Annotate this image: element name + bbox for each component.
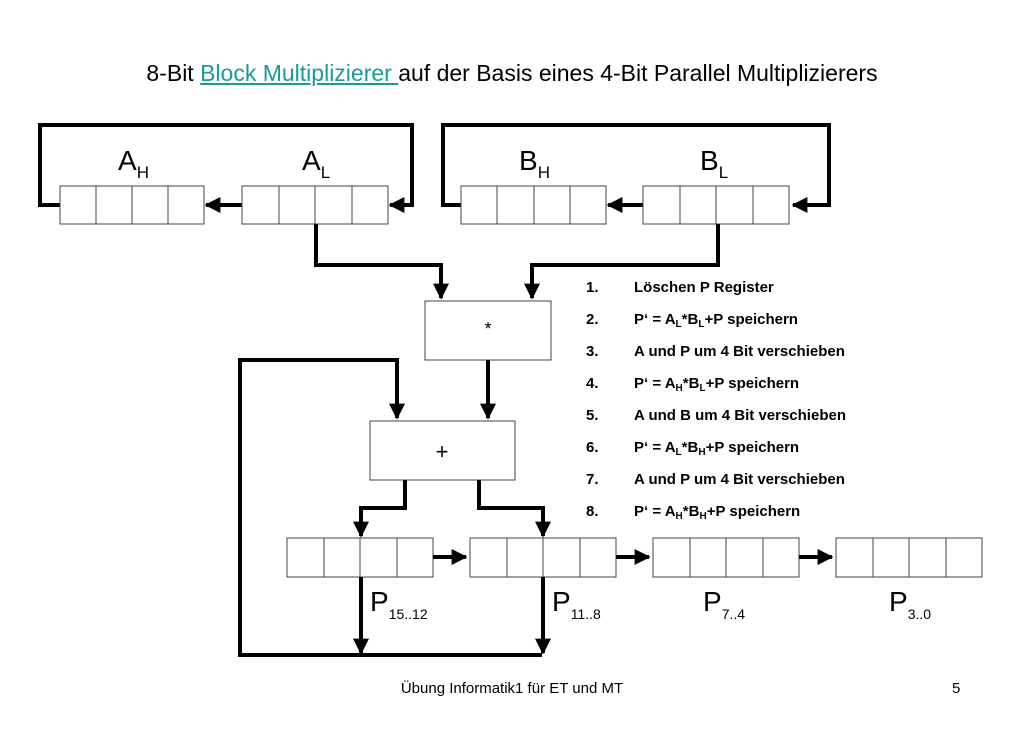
- step-subscript: H: [698, 447, 706, 458]
- multiplier-box: [424, 300, 552, 361]
- step-number: 4.: [586, 375, 599, 392]
- step-text-part: +P speichern: [706, 503, 801, 520]
- step-text-part: *B: [682, 503, 700, 520]
- step-subscript: H: [675, 383, 683, 394]
- register-b-high: [460, 185, 607, 225]
- step-text: A und P um 4 Bit verschieben: [634, 471, 845, 488]
- adder-box: [369, 420, 516, 481]
- step-number: 7.: [586, 471, 599, 488]
- step-text: Löschen P Register: [634, 279, 774, 296]
- adder-symbol: +: [436, 439, 449, 464]
- register-b-low: [642, 185, 790, 225]
- title-suffix: auf der Basis eines 4-Bit Parallel Multi…: [398, 60, 878, 86]
- step-text-part: Löschen P Register: [634, 279, 774, 296]
- step-text-part: *B: [681, 439, 699, 456]
- register-a-low: [241, 185, 389, 225]
- label-p-7-4: P7..4: [703, 586, 745, 622]
- step-text: P‘ = AL*BH+P speichern: [634, 439, 799, 458]
- step-number: 1.: [586, 279, 599, 296]
- multiplier-symbol: *: [484, 319, 491, 339]
- step-text-part: P‘ = A: [634, 503, 676, 520]
- label-p-11-8: P11..8: [552, 586, 601, 622]
- step-text-part: +P speichern: [704, 311, 798, 328]
- step-subscript: H: [675, 511, 683, 522]
- step-text-part: A und P um 4 Bit verschieben: [634, 471, 845, 488]
- step-text-part: *B: [681, 311, 699, 328]
- label-a-low: AL: [302, 145, 330, 182]
- sum-arrows: [353, 480, 551, 538]
- step-text: P‘ = AH*BL+P speichern: [634, 375, 799, 394]
- title-link[interactable]: Block Multiplizierer: [200, 60, 399, 86]
- step-number: 8.: [586, 503, 599, 520]
- label-p-15-12: P15..12: [370, 586, 428, 622]
- shift-loop-b: [441, 123, 831, 213]
- register-p-3-0: [835, 537, 983, 578]
- step-subscript: L: [675, 319, 682, 330]
- label-p-3-0: P3..0: [889, 586, 931, 622]
- operand-arrows: [314, 224, 720, 300]
- step-text-part: P‘ = A: [634, 375, 676, 392]
- step-text-part: +P speichern: [705, 375, 800, 392]
- step-text-part: *B: [682, 375, 700, 392]
- step-subscript: L: [698, 319, 705, 330]
- step-text-part: +P speichern: [705, 439, 800, 456]
- step-text-part: A und B um 4 Bit verschieben: [634, 407, 846, 424]
- step-subscript: H: [699, 511, 707, 522]
- register-p-11-8: [469, 537, 617, 578]
- page-number: 5: [952, 680, 961, 697]
- shift-loop-a: [38, 123, 414, 213]
- register-p-7-4: [652, 537, 800, 578]
- step-text: A und B um 4 Bit verschieben: [634, 407, 846, 424]
- footer-text: Übung Informatik1 für ET und MT: [400, 680, 624, 697]
- label-a-high: AH: [118, 145, 149, 182]
- step-text-part: P‘ = A: [634, 439, 676, 456]
- step-number: 2.: [586, 311, 599, 328]
- step-text: P‘ = AL*BL+P speichern: [634, 311, 798, 330]
- slide-title: 8-Bit Block Multiplizierer auf der Basis…: [0, 60, 1024, 87]
- step-text-part: A und P um 4 Bit verschieben: [634, 343, 845, 360]
- step-number: 5.: [586, 407, 599, 424]
- feedback-loop: [238, 358, 405, 657]
- label-b-low: BL: [700, 145, 728, 182]
- step-number: 6.: [586, 439, 599, 456]
- register-a-high: [59, 185, 205, 225]
- step-subscript: L: [699, 383, 706, 394]
- step-subscript: L: [675, 447, 682, 458]
- p-output-arrows: [353, 577, 551, 655]
- step-text-part: P‘ = A: [634, 311, 676, 328]
- label-b-high: BH: [519, 145, 550, 182]
- title-prefix: 8-Bit: [146, 60, 201, 86]
- register-p-15-12: [286, 537, 434, 578]
- step-text: A und P um 4 Bit verschieben: [634, 343, 845, 360]
- step-number: 3.: [586, 343, 599, 360]
- step-text: P‘ = AH*BH+P speichern: [634, 503, 800, 522]
